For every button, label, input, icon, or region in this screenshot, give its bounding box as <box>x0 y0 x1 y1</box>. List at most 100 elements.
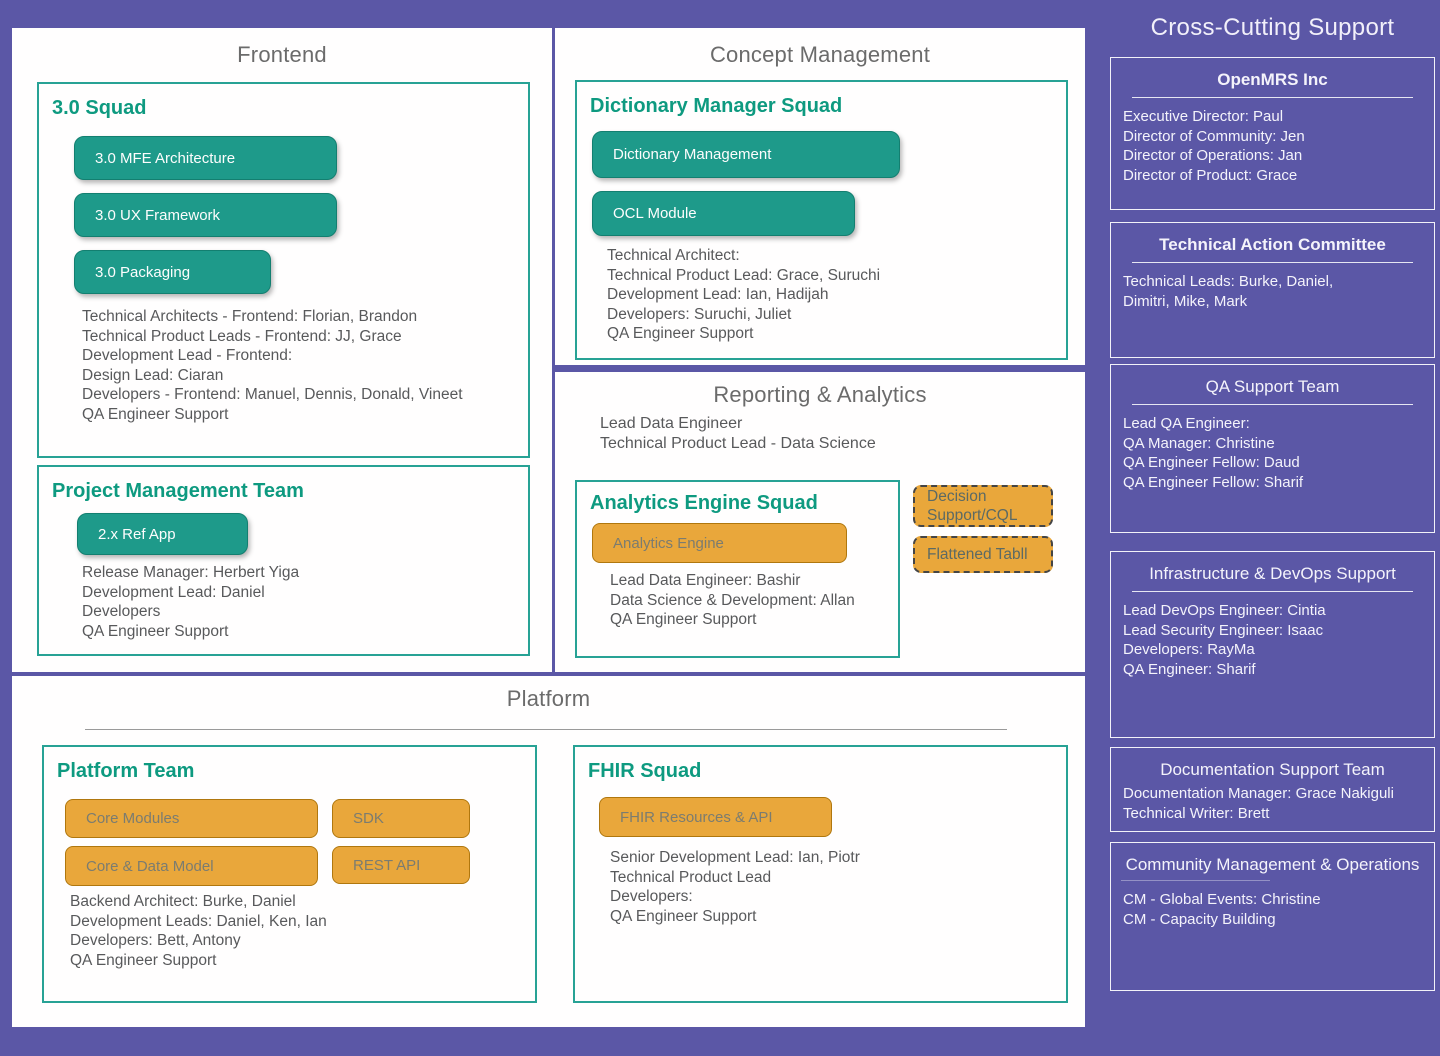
squad-3-0-chips: 3.0 MFE Architecture 3.0 UX Framework 3.… <box>74 136 528 294</box>
squad-3-0-roles: Technical Architects - Frontend: Florian… <box>82 307 528 424</box>
platform-team-title: Platform Team <box>57 760 195 782</box>
support-line: Director of Product: Grace <box>1123 166 1298 184</box>
pmt-roles: Release Manager: Herbert Yiga Developmen… <box>82 563 528 641</box>
analytics-chips: Analytics Engine <box>592 523 898 563</box>
fhir-chips: FHIR Resources & API <box>599 797 1066 837</box>
chip-core-data-model: Core & Data Model <box>65 846 318 886</box>
support-box-lines: Executive Director: Paul Director of Com… <box>1123 107 1434 185</box>
role-line: Developers - Frontend: Manuel, Dennis, D… <box>82 386 463 403</box>
chip-fhir-resources-api: FHIR Resources & API <box>599 797 832 837</box>
chip-sdk: SDK <box>332 799 470 838</box>
section-concept-management: Concept Management Dictionary Manager Sq… <box>555 28 1085 365</box>
role-line: Developers: Bett, Antony <box>70 932 241 949</box>
chip-decision-support-cql: Decision Support/CQL <box>913 485 1053 527</box>
heading-underline <box>1132 262 1413 263</box>
fhir-title: FHIR Squad <box>588 760 702 782</box>
support-box-title: OpenMRS Inc <box>1217 70 1328 89</box>
support-line: Technical Leads: Burke, Daniel, <box>1123 273 1334 290</box>
chip-core-modules: Core Modules <box>65 799 318 838</box>
support-line: Executive Director: Paul <box>1123 108 1284 125</box>
support-box-qa-support-team: QA Support Team Lead QA Engineer: QA Man… <box>1110 364 1435 533</box>
role-line: Technical Product Lead <box>610 868 772 886</box>
role-line: Technical Architects - Frontend: Florian… <box>82 308 418 325</box>
support-box-lines: Lead QA Engineer: QA Manager: Christine … <box>1123 414 1434 492</box>
squad-box-project-management: Project Management Team 2.x Ref App Rele… <box>37 465 530 656</box>
reporting-lead-lines: Lead Data Engineer Technical Product Lea… <box>600 414 1085 454</box>
role-line: Senior Development Lead: Ian, Piotr <box>610 849 860 866</box>
support-box-documentation: Documentation Support Team Documentation… <box>1110 747 1435 832</box>
chip-analytics-engine: Analytics Engine <box>592 523 847 563</box>
support-line: CM - Capacity Building <box>1123 910 1276 928</box>
role-line: QA Engineer Support <box>82 405 229 423</box>
pmt-chips: 2.x Ref App <box>77 513 528 555</box>
role-line: Release Manager: Herbert Yiga <box>82 564 300 581</box>
role-line: Design Lead: Ciaran <box>82 366 224 384</box>
heading-underline <box>1132 97 1413 98</box>
support-box-title: Technical Action Committee <box>1159 235 1386 254</box>
role-line: Developers: <box>610 888 693 905</box>
dictionary-title: Dictionary Manager Squad <box>590 95 843 117</box>
chip-dictionary-management: Dictionary Management <box>592 131 900 178</box>
support-line: Lead Security Engineer: Isaac <box>1123 621 1324 639</box>
role-line: Development Lead: Daniel <box>82 583 265 601</box>
support-box-openmrs-inc: OpenMRS Inc Executive Director: Paul Dir… <box>1110 57 1435 210</box>
role-line: Developers <box>82 603 161 620</box>
chip-3-0-mfe-architecture: 3.0 MFE Architecture <box>74 136 337 180</box>
support-line: Director of Operations: Jan <box>1123 147 1303 164</box>
support-box-lines: CM - Global Events: Christine CM - Capac… <box>1123 890 1434 929</box>
role-line: Lead Data Engineer <box>600 415 743 432</box>
chip-3-0-packaging: 3.0 Packaging <box>74 250 271 294</box>
dictionary-chips: Dictionary Management OCL Module <box>592 131 1066 236</box>
squad-box-3-0: 3.0 Squad 3.0 MFE Architecture 3.0 UX Fr… <box>37 82 530 458</box>
platform-team-roles: Backend Architect: Burke, Daniel Develop… <box>70 892 535 970</box>
support-line: CM - Global Events: Christine <box>1123 891 1321 908</box>
chip-rest-api: REST API <box>332 846 470 884</box>
heading-underline <box>1132 404 1413 405</box>
concept-title: Concept Management <box>709 42 931 67</box>
platform-team-chips: Core Modules SDK Core & Data Model REST … <box>65 799 535 886</box>
role-line: Backend Architect: Burke, Daniel <box>70 893 296 910</box>
chip-2x-ref-app: 2.x Ref App <box>77 513 248 555</box>
support-box-lines: Technical Leads: Burke, Daniel, Dimitri,… <box>1123 272 1434 311</box>
support-line: Director of Community: Jen <box>1123 127 1305 145</box>
role-line: Technical Product Lead: Grace, Suruchi <box>607 266 881 284</box>
support-line: Technical Writer: Brett <box>1123 804 1270 822</box>
heading-underline <box>1132 591 1413 592</box>
squad-box-dictionary-manager: Dictionary Manager Squad Dictionary Mana… <box>575 80 1068 360</box>
support-box-title: Infrastructure & DevOps Support <box>1149 564 1396 583</box>
frontend-title: Frontend <box>237 42 327 67</box>
support-line: Developers: RayMa <box>1123 641 1255 658</box>
support-line: Lead QA Engineer: <box>1123 415 1250 432</box>
fhir-roles: Senior Development Lead: Ian, Piotr Tech… <box>610 848 1066 926</box>
chip-ocl-module: OCL Module <box>592 191 855 236</box>
support-box-community-management: Community Management & Operations CM - G… <box>1110 842 1435 991</box>
section-frontend: Frontend 3.0 Squad 3.0 MFE Architecture … <box>12 28 552 672</box>
dictionary-roles: Technical Architect: Technical Product L… <box>607 246 1066 344</box>
role-line: Lead Data Engineer: Bashir <box>610 572 801 589</box>
support-line: Lead DevOps Engineer: Cintia <box>1123 602 1326 619</box>
squad-box-fhir: FHIR Squad FHIR Resources & API Senior D… <box>573 745 1068 1003</box>
squad-3-0-title: 3.0 Squad <box>52 97 147 119</box>
support-line: QA Engineer: Sharif <box>1123 660 1256 678</box>
role-line: Development Leads: Daniel, Ken, Ian <box>70 912 327 930</box>
support-line: QA Engineer Fellow: Daud <box>1123 454 1300 471</box>
role-line: Technical Architect: <box>607 247 740 264</box>
support-line: QA Engineer Fellow: Sharif <box>1123 473 1304 491</box>
chip-flattened-table: Flattened Tabll <box>913 536 1053 573</box>
role-line: QA Engineer Support <box>610 611 757 628</box>
role-line: QA Engineer Support <box>82 622 229 640</box>
support-line: QA Manager: Christine <box>1123 434 1275 452</box>
support-line: Documentation Manager: Grace Nakiguli <box>1123 785 1394 802</box>
squad-box-analytics-engine: Analytics Engine Squad Analytics Engine … <box>575 480 900 658</box>
role-line: Development Lead: Ian, Hadijah <box>607 286 829 303</box>
chip-3-0-ux-framework: 3.0 UX Framework <box>74 193 337 237</box>
role-line: QA Engineer Support <box>610 907 757 925</box>
support-line: Dimitri, Mike, Mark <box>1123 292 1248 310</box>
role-line: Technical Product Leads - Frontend: JJ, … <box>82 327 402 345</box>
role-line: Technical Product Lead - Data Science <box>600 435 876 452</box>
pmt-title: Project Management Team <box>52 480 304 502</box>
heading-underline <box>1121 880 1270 881</box>
role-line: QA Engineer Support <box>70 951 217 969</box>
platform-title: Platform <box>506 686 591 711</box>
reporting-title: Reporting & Analytics <box>713 382 927 407</box>
